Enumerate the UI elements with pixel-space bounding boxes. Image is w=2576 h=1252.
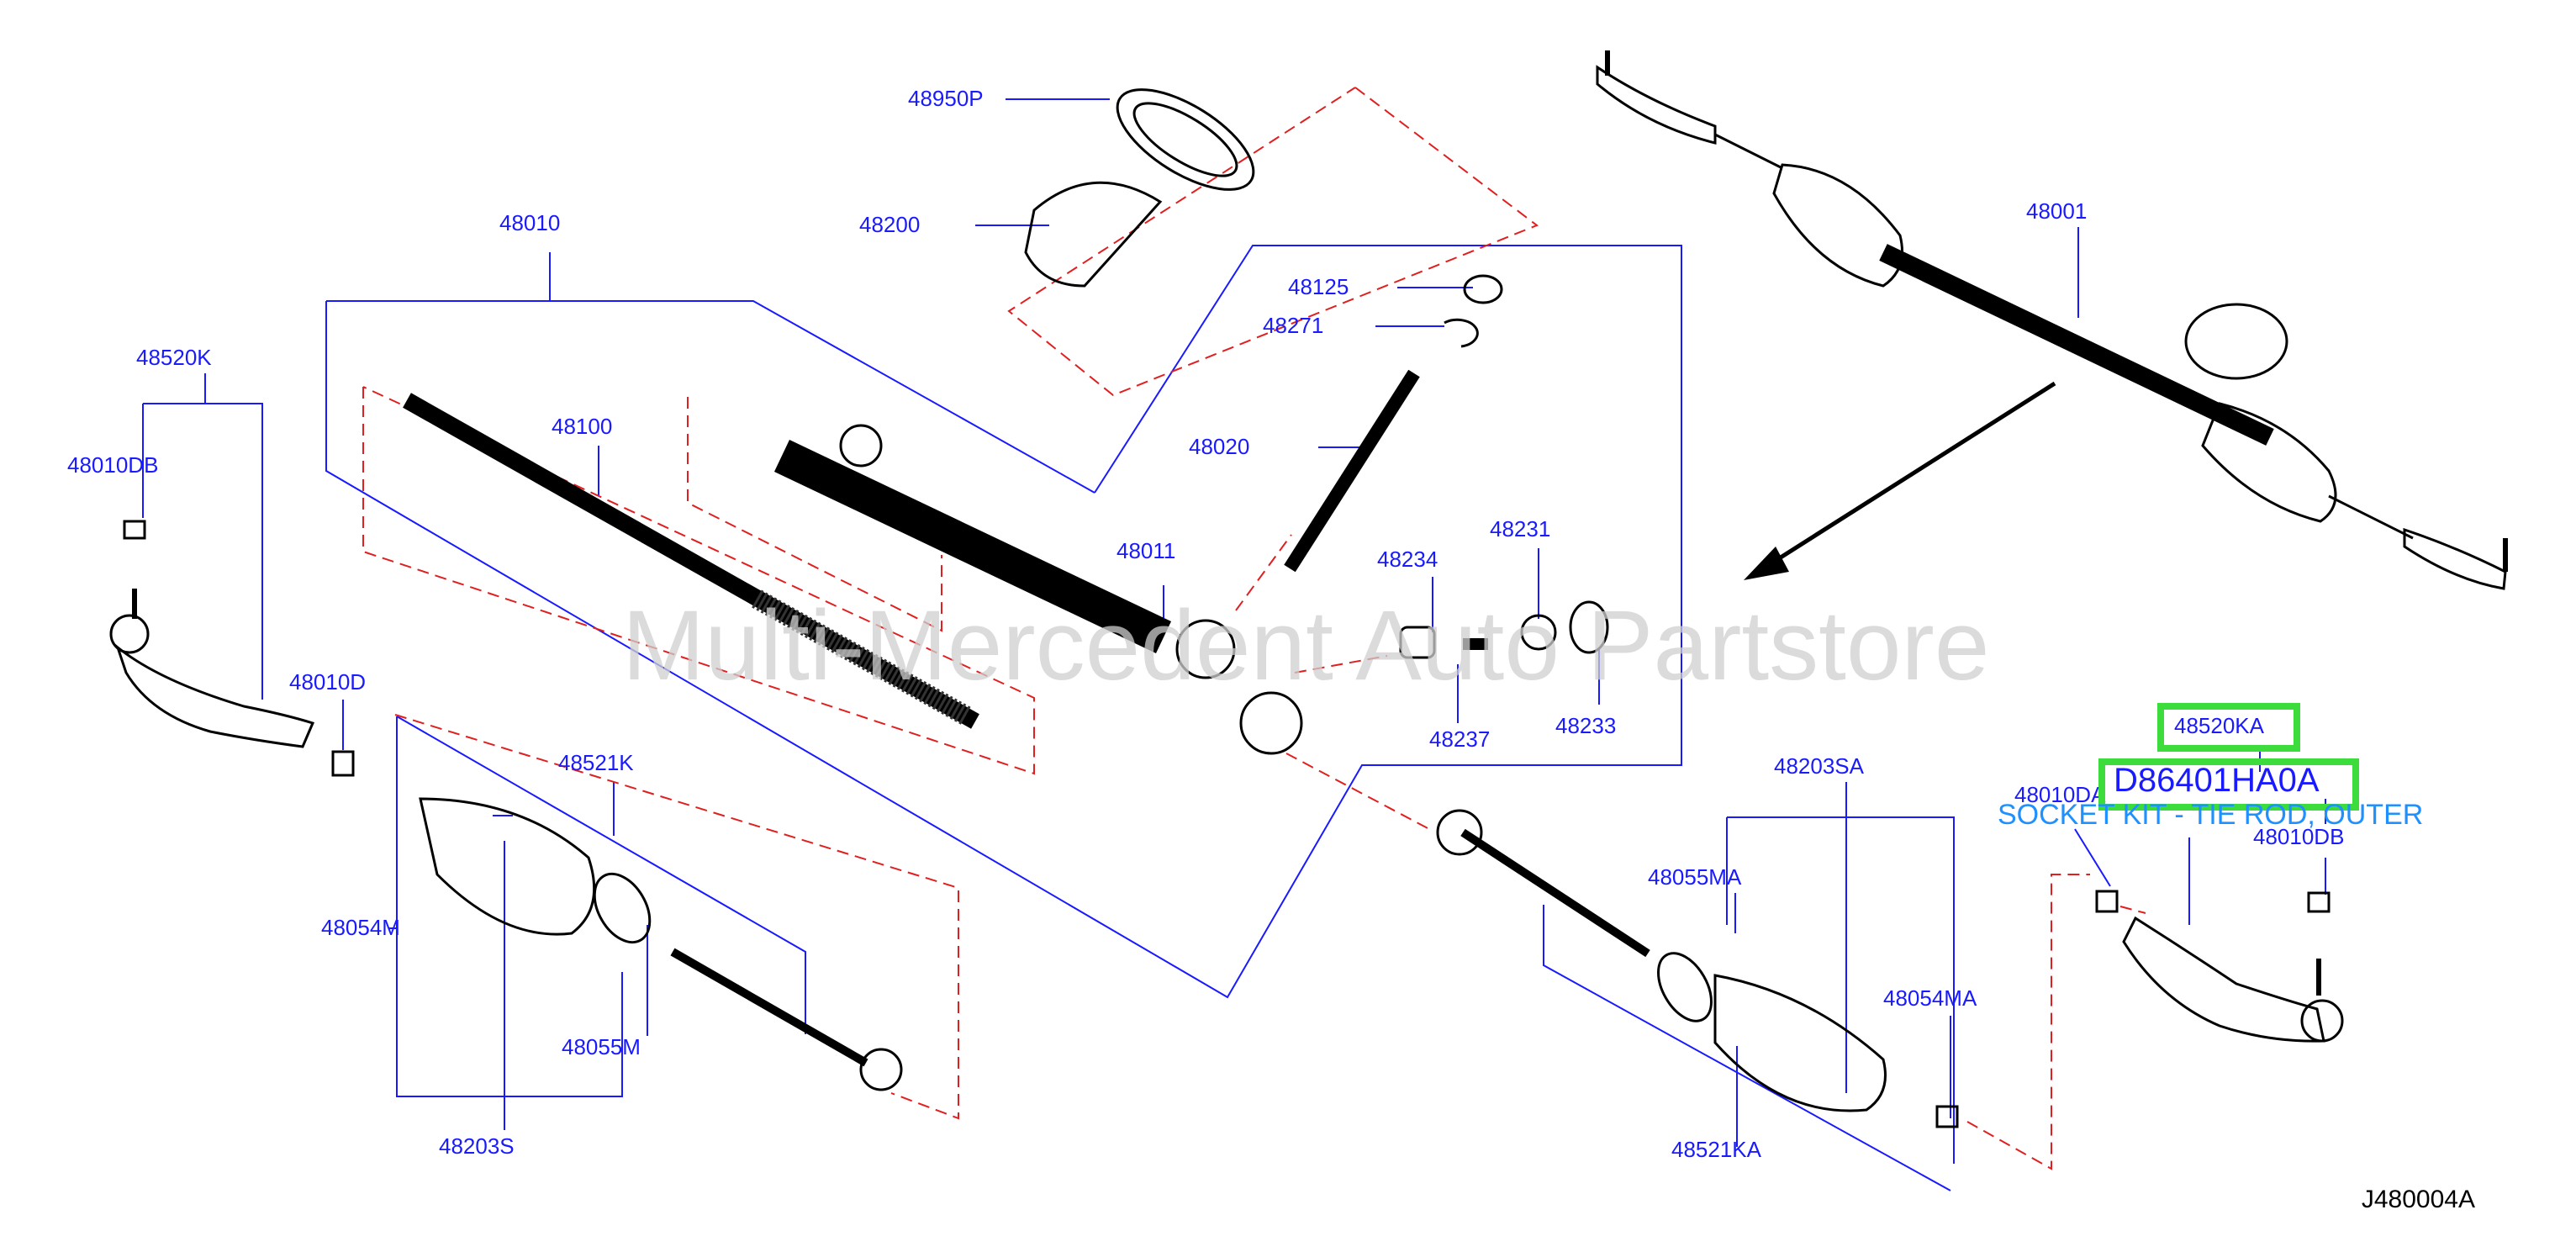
part-outlines bbox=[109, 50, 2508, 1128]
part-label-48521K[interactable]: 48521K bbox=[558, 750, 634, 775]
part-label-48125[interactable]: 48125 bbox=[1288, 274, 1349, 299]
direction-arrow bbox=[1744, 381, 2056, 580]
part-label-48200[interactable]: 48200 bbox=[859, 212, 921, 237]
part-label-48237[interactable]: 48237 bbox=[1429, 726, 1491, 752]
part-label-48231[interactable]: 48231 bbox=[1490, 516, 1551, 541]
part-label-48054MA[interactable]: 48054MA bbox=[1883, 985, 1977, 1011]
part-label-48054M[interactable]: 48054M bbox=[321, 915, 400, 940]
part-label-48233[interactable]: 48233 bbox=[1555, 713, 1617, 738]
part-label-48203S[interactable]: 48203S bbox=[439, 1133, 515, 1159]
leader-lines bbox=[142, 98, 2326, 1191]
part-label-48020[interactable]: 48020 bbox=[1189, 434, 1250, 459]
part-label-48010[interactable]: 48010 bbox=[499, 210, 561, 235]
part-label-48010D[interactable]: 48010D bbox=[289, 669, 367, 695]
watermark: Multi-Mercedent Auto Partstore bbox=[622, 590, 1990, 701]
dashed-assembly-lines bbox=[362, 87, 2146, 1170]
part-label-48011[interactable]: 48011 bbox=[1116, 538, 1176, 563]
part-label-48010DB-right[interactable]: 48010DB bbox=[2253, 824, 2345, 849]
part-label-48521KA[interactable]: 48521KA bbox=[1671, 1137, 1761, 1162]
diagram-code: J480004A bbox=[2361, 1186, 2475, 1213]
highlight-box-part bbox=[2157, 703, 2300, 752]
part-label-48203SA[interactable]: 48203SA bbox=[1774, 753, 1864, 779]
part-label-48271[interactable]: 48271 bbox=[1263, 313, 1324, 338]
part-label-48950P[interactable]: 48950P bbox=[908, 86, 984, 111]
part-label-48100[interactable]: 48100 bbox=[552, 414, 613, 439]
part-label-48234[interactable]: 48234 bbox=[1377, 547, 1438, 572]
part-label-48520K[interactable]: 48520K bbox=[136, 345, 212, 370]
part-label-48010DB-left[interactable]: 48010DB bbox=[67, 452, 159, 478]
part-label-48055MA[interactable]: 48055MA bbox=[1648, 864, 1742, 890]
part-label-48055M[interactable]: 48055M bbox=[562, 1034, 641, 1059]
part-label-48010DA[interactable]: 48010DA bbox=[2014, 782, 2106, 807]
highlighted-part-label[interactable]: 48520KA bbox=[2174, 713, 2264, 738]
highlighted-part-number[interactable]: D86401HA0A bbox=[2114, 762, 2320, 799]
highlight-box-part-number bbox=[2098, 758, 2359, 811]
part-description: SOCKET KIT - TIE ROD, OUTER bbox=[1998, 799, 2424, 831]
part-label-48001[interactable]: 48001 bbox=[2026, 198, 2088, 224]
